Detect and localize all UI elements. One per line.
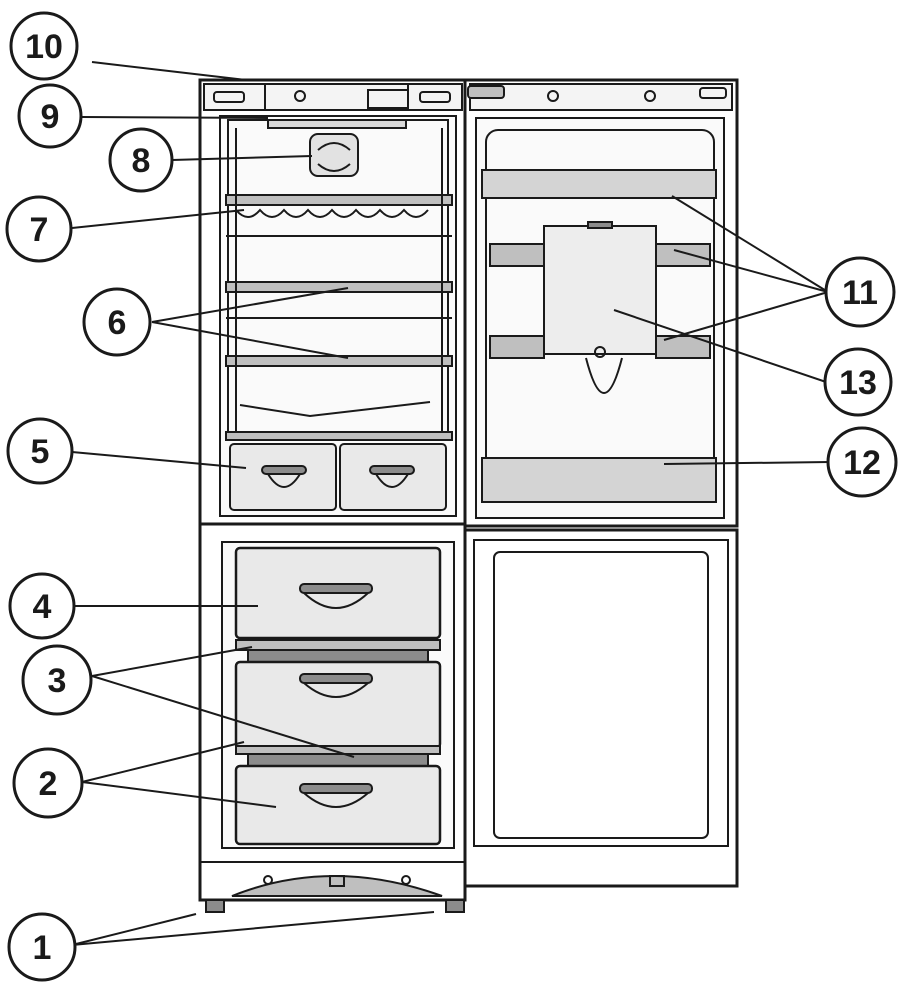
callout-label-5: 5 (31, 433, 50, 471)
callout-label-1: 1 (33, 929, 52, 967)
callout-3: 3 (21, 644, 93, 716)
callout-4: 4 (8, 572, 76, 640)
leader-lines (71, 61, 831, 946)
callout-label-11: 11 (842, 274, 878, 312)
callout-label-6: 6 (108, 304, 127, 342)
callout-11: 11 (824, 256, 896, 328)
callout-5: 5 (6, 417, 74, 485)
callout-label-2: 2 (39, 765, 58, 803)
callout-1: 1 (7, 912, 77, 982)
fridge-door (463, 78, 739, 888)
callout-label-13: 13 (839, 364, 877, 402)
callout-13: 13 (823, 347, 893, 417)
callout-9: 9 (17, 83, 83, 149)
callout-label-10: 10 (25, 28, 63, 66)
callout-2: 2 (12, 747, 84, 819)
callout-label-8: 8 (132, 142, 151, 180)
callout-12: 12 (826, 426, 898, 498)
callout-label-7: 7 (30, 211, 49, 249)
callout-label-3: 3 (48, 662, 67, 700)
callout-8: 8 (108, 127, 174, 193)
callout-7: 7 (5, 195, 73, 263)
callout-6: 6 (82, 287, 152, 357)
callout-label-4: 4 (33, 588, 52, 626)
callout-label-9: 9 (41, 98, 60, 136)
callout-10: 10 (9, 11, 79, 81)
callout-label-12: 12 (843, 444, 881, 482)
fridge-cabinet (198, 78, 467, 913)
